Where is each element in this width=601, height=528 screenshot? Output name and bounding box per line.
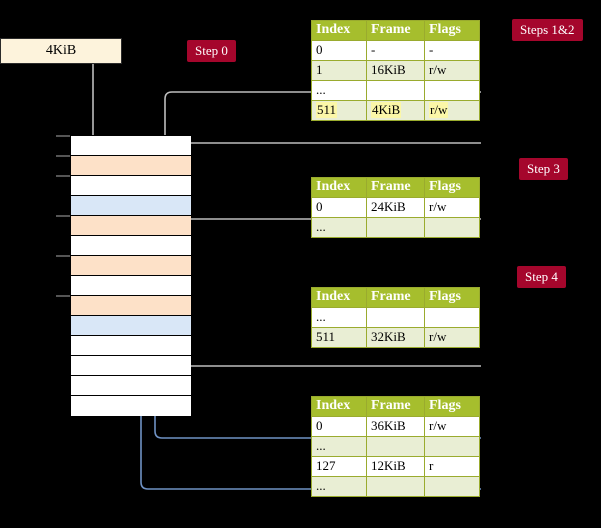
step-chip-step3[interactable]: Step 3: [519, 158, 568, 180]
cell-index: ...: [311, 476, 367, 497]
highlighted-value: r/w: [429, 102, 449, 118]
memory-row: [71, 216, 191, 236]
memory-row: [71, 196, 191, 216]
column-header-frame: Frame: [366, 177, 425, 198]
cell-index: 0: [311, 197, 367, 218]
cell-index: ...: [311, 217, 367, 238]
cell-flags: r/w: [424, 100, 480, 121]
cell-frame: 12KiB: [366, 456, 425, 477]
step-chip-step4[interactable]: Step 4: [517, 266, 566, 288]
source-frame-box: 4KiB: [0, 38, 122, 64]
cell-flags: r: [424, 456, 480, 477]
memory-row: [71, 376, 191, 396]
cell-flags: -: [424, 40, 480, 61]
cell-flags: r/w: [424, 327, 480, 348]
memory-row: [71, 316, 191, 336]
column-header-flags: Flags: [424, 177, 480, 198]
cell-index: 0: [311, 416, 367, 437]
cell-index: ...: [311, 80, 367, 101]
table-row: 0--: [311, 40, 480, 61]
step-chip-step0[interactable]: Step 0: [187, 40, 236, 62]
table-row: ...: [311, 476, 480, 497]
source-frame-label: 4KiB: [45, 43, 77, 58]
table-row: ...: [311, 217, 480, 238]
table-row: ...: [311, 307, 480, 328]
cell-index: ...: [311, 436, 367, 457]
cell-flags: [424, 217, 480, 238]
table-row: 511 4KiB r/w: [311, 100, 480, 121]
cell-frame: [366, 307, 425, 328]
memory-row: [71, 396, 191, 416]
memory-row: [71, 276, 191, 296]
memory-row: [71, 336, 191, 356]
memory-row: [71, 136, 191, 156]
memory-row: [71, 296, 191, 316]
cell-index: 127: [311, 456, 367, 477]
cell-index: 511: [311, 100, 367, 121]
highlighted-value: 511: [316, 102, 338, 118]
cell-frame: 32KiB: [366, 327, 425, 348]
memory-row: [71, 356, 191, 376]
memory-row: [71, 236, 191, 256]
column-header-index: Index: [311, 287, 367, 308]
memory-tick: [56, 155, 70, 157]
cell-flags: [424, 436, 480, 457]
cell-flags: r/w: [424, 197, 480, 218]
memory-tick: [56, 255, 70, 257]
cell-flags: [424, 476, 480, 497]
cell-index: ...: [311, 307, 367, 328]
table-row: ...: [311, 80, 480, 101]
column-header-index: Index: [311, 396, 367, 417]
memory-row: [71, 156, 191, 176]
cell-index: 0: [311, 40, 367, 61]
column-header-index: Index: [311, 20, 367, 41]
column-header-flags: Flags: [424, 287, 480, 308]
memory-row: [71, 256, 191, 276]
column-header-flags: Flags: [424, 20, 480, 41]
column-header-frame: Frame: [366, 287, 425, 308]
cell-flags: r/w: [424, 416, 480, 437]
column-header-index: Index: [311, 177, 367, 198]
table-row: ...: [311, 436, 480, 457]
cell-flags: [424, 80, 480, 101]
cell-index: 511: [311, 327, 367, 348]
cell-flags: r/w: [424, 60, 480, 81]
column-header-flags: Flags: [424, 396, 480, 417]
physical-memory-column: [70, 135, 191, 416]
memory-tick: [56, 295, 70, 297]
step-chip-steps1and2[interactable]: Steps 1&2: [512, 19, 583, 41]
cell-frame: 36KiB: [366, 416, 425, 437]
memory-row: [71, 176, 191, 196]
cell-frame: 16KiB: [366, 60, 425, 81]
column-header-frame: Frame: [366, 396, 425, 417]
column-header-frame: Frame: [366, 20, 425, 41]
cell-flags: [424, 307, 480, 328]
memory-tick: [56, 215, 70, 217]
cell-frame: 4KiB: [366, 100, 425, 121]
memory-tick: [56, 175, 70, 177]
highlighted-value: 4KiB: [371, 102, 402, 118]
cell-frame: [366, 436, 425, 457]
memory-tick: [56, 135, 70, 137]
cell-frame: [366, 217, 425, 238]
cell-index: 1: [311, 60, 367, 81]
cell-frame: [366, 476, 425, 497]
cell-frame: -: [366, 40, 425, 61]
cell-frame: 24KiB: [366, 197, 425, 218]
cell-frame: [366, 80, 425, 101]
